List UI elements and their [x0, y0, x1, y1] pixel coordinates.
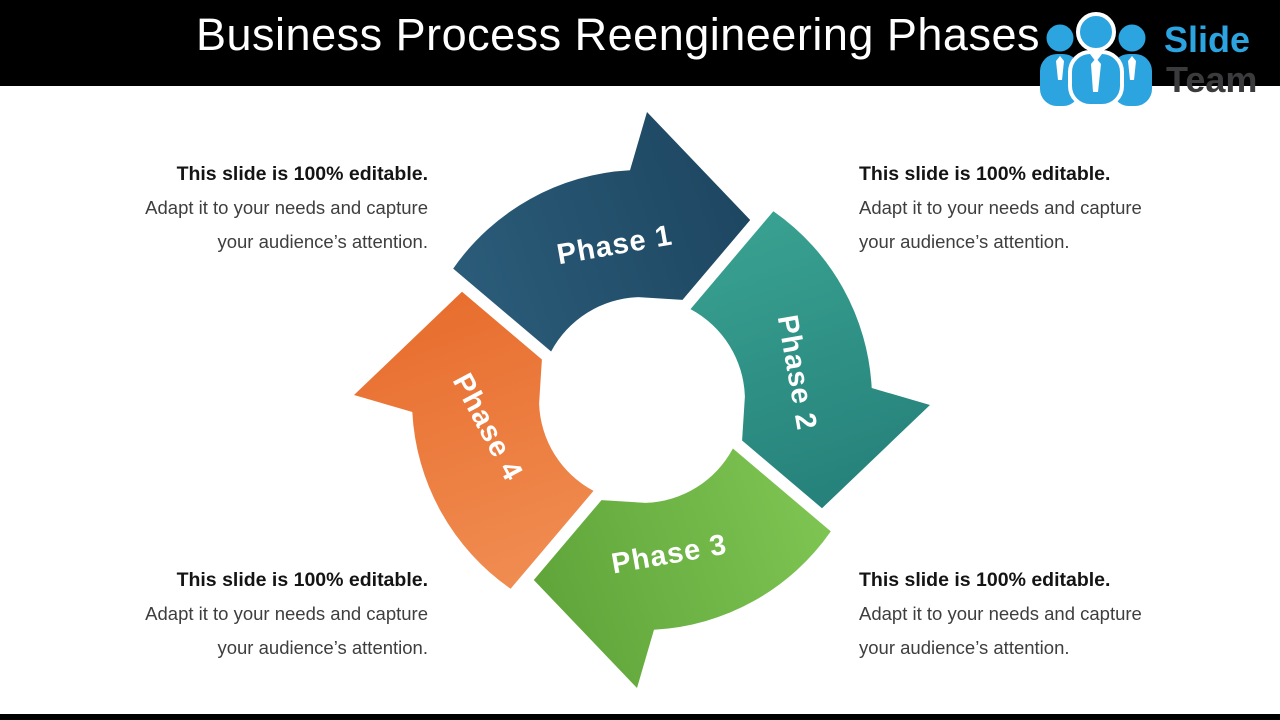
callout-body-line: Adapt it to your needs and capture [145, 197, 428, 218]
tie-icon [1128, 56, 1136, 80]
callout-body-line: Adapt it to your needs and capture [859, 603, 1142, 624]
callout-top-right: This slide is 100% editable. Adapt it to… [859, 157, 1171, 259]
callout-bottom-right: This slide is 100% editable. Adapt it to… [859, 563, 1171, 665]
callout-body-line: Adapt it to your needs and capture [859, 197, 1142, 218]
callout-body-line: your audience’s attention. [217, 231, 428, 252]
tie-icon [1091, 58, 1101, 92]
callout-body-line: your audience’s attention. [859, 231, 1070, 252]
people-group-icon [1040, 12, 1152, 108]
callout-heading: This slide is 100% editable. [859, 163, 1111, 185]
logo-text-team: Team [1166, 59, 1257, 100]
callout-heading: This slide is 100% editable. [859, 569, 1111, 591]
slide-title: Business Process Reengineering Phases [196, 9, 1040, 60]
logo-text-slide: Slide [1164, 19, 1250, 60]
cycle-diagram: Phase 1 Phase 2 Phase 3 Phase 4 [354, 112, 930, 688]
phase-2-arrow [690, 211, 930, 509]
callout-top-left: This slide is 100% editable. Adapt it to… [116, 157, 428, 259]
callout-heading: This slide is 100% editable. [176, 569, 428, 591]
callout-bottom-left: This slide is 100% editable. Adapt it to… [116, 563, 428, 665]
callout-heading: This slide is 100% editable. [176, 163, 428, 185]
phase-1-arrow [453, 112, 751, 352]
person-icon [1046, 24, 1074, 52]
person-icon [1118, 24, 1146, 52]
callout-body-line: Adapt it to your needs and capture [145, 603, 428, 624]
slideteam-logo: Slide Team [1040, 12, 1257, 108]
callout-body-line: your audience’s attention. [217, 637, 428, 658]
person-icon [1076, 12, 1116, 52]
tie-icon [1056, 56, 1064, 80]
phase-3-arrow [533, 448, 831, 688]
callout-body-line: your audience’s attention. [859, 637, 1070, 658]
bottom-bar [0, 714, 1280, 720]
phase-4-arrow [354, 291, 594, 589]
